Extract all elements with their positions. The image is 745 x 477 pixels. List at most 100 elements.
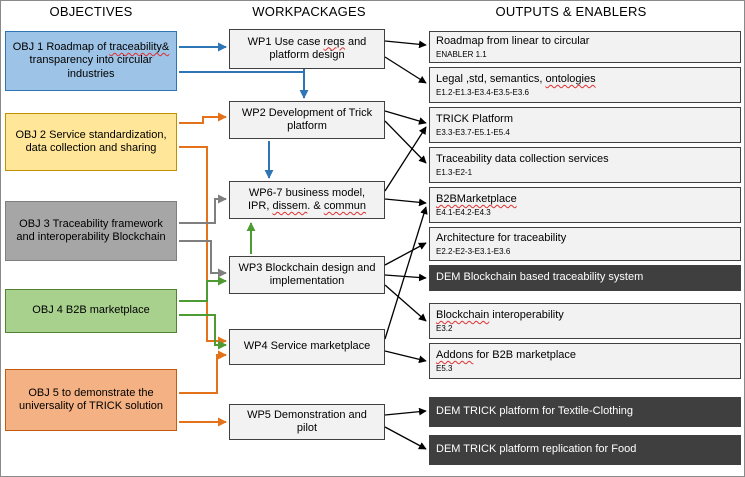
label-text: DEM Blockchain based traceability system <box>436 271 644 284</box>
arrow-obj5-wp4 <box>179 350 227 394</box>
workpackage-wp4-label: WP4 Service marketplace <box>238 340 376 353</box>
label-text: OBJ 3 Traceability framework and interop… <box>16 217 166 243</box>
objective-obj2-box: OBJ 2 Service standardization, data coll… <box>5 113 177 171</box>
label-text: dissem <box>272 200 308 212</box>
objective-obj3-box: OBJ 3 Traceability framework and interop… <box>5 201 177 261</box>
label-text: Traceability data collection services <box>436 153 609 166</box>
label-text: OBJ 2 Service standardization, data coll… <box>15 128 167 154</box>
output-out6-enabler-code: E2.2-E2-3-E3.1-E3.6 <box>436 246 511 256</box>
label-text: WP4 Service marketplace <box>243 340 371 353</box>
objective-obj5-label: OBJ 5 to demonstrate the universality of… <box>11 387 171 414</box>
output-out3-enabler-code: E3.3-E3.7-E5.1-E5.4 <box>436 127 510 137</box>
workpackage-wp1-box: WP1 Use case reqs and platform design <box>229 29 385 69</box>
output-out2-label: Legal ,std, semantics, ontologies <box>436 73 734 86</box>
output-out5-label: B2BMarketplace <box>436 193 734 206</box>
label-text: DEM TRICK platform for Textile-Clothing <box>436 405 634 418</box>
label-text: TRICK Platform <box>436 113 514 126</box>
column-header-outputs: OUTPUTS & ENABLERS <box>495 4 647 19</box>
output-out9-label: Addons for B2B marketplace <box>436 349 734 362</box>
arrow-wp3-out7 <box>384 273 427 282</box>
objective-obj4-label: OBJ 4 B2B marketplace <box>11 304 171 317</box>
objective-obj4-box: OBJ 4 B2B marketplace <box>5 289 177 333</box>
arrow-obj2-wp2 <box>179 112 227 124</box>
label-text: WP2 Development of Trick platform <box>241 106 373 132</box>
objective-obj1-label: OBJ 1 Roadmap of traceability& transpare… <box>11 41 171 81</box>
output-out9-enabler-code: E5.3 <box>436 363 453 373</box>
workpackage-wp4-box: WP4 Service marketplace <box>229 329 385 365</box>
arrow-obj4-wp3 <box>179 276 227 302</box>
output-out4-label: Traceability data collection services <box>436 153 734 166</box>
objective-obj1-box: OBJ 1 Roadmap of traceability& transpare… <box>5 31 177 91</box>
output-out2-enabler-code: E1.2-E1.3-E3.4-E3.5-E3.6 <box>436 87 529 97</box>
arrow-wp1-out2 <box>384 56 427 84</box>
arrow-wp5-out11 <box>384 426 427 450</box>
label-text: DEM TRICK platform replication for Food <box>436 443 637 456</box>
label-text: OBJ 5 to demonstrate the universality of… <box>18 386 164 412</box>
label-text: traceability& <box>109 40 170 53</box>
label-text: B2BMarketplace <box>436 193 517 206</box>
workpackage-wp3-box: WP3 Blockchain design and implementation <box>229 256 385 294</box>
arrow-wp3-out8 <box>384 284 427 322</box>
arrow-wp3-out6 <box>384 242 427 266</box>
workpackage-wp5-box: WP5 Demonstration and pilot <box>229 404 385 440</box>
label-text: reqs <box>323 35 345 48</box>
label-text: Legal ,std, semantics, <box>436 73 546 86</box>
label-text: for B2B marketplace <box>473 349 577 362</box>
objective-obj3-label: OBJ 3 Traceability framework and interop… <box>11 218 171 245</box>
label-text: Blockchain <box>436 309 490 322</box>
arrow-wp67-out5 <box>384 198 427 207</box>
arrow-wp2-out4 <box>384 120 427 164</box>
workpackage-wp1-label: WP1 Use case reqs and platform design <box>238 36 376 63</box>
label-text: Addons <box>436 349 474 362</box>
column-header-workpackages: WORKPACKAGES <box>252 4 366 19</box>
workpackage-wp67-label: WP6-7 business model, IPR, dissem. & com… <box>238 187 376 214</box>
label-text: WP1 Use case <box>247 35 324 48</box>
output-out10-label: DEM TRICK platform for Textile-Clothing <box>436 405 734 418</box>
output-out5-enabler-code: E4.1-E4.2-E4.3 <box>436 207 491 217</box>
output-out11-box: DEM TRICK platform replication for Food <box>429 435 741 465</box>
arrow-obj2-wp4 <box>179 146 227 346</box>
output-out1-label: Roadmap from linear to circular <box>436 35 734 48</box>
column-header-objectives: OBJECTIVES <box>49 4 133 19</box>
output-out1-enabler-code: ENABLER 1.1 <box>436 49 487 59</box>
label-text: OBJ 1 Roadmap of <box>12 40 110 53</box>
arrow-wp1-out1 <box>384 40 427 49</box>
output-out10-box: DEM TRICK platform for Textile-Clothing <box>429 397 741 427</box>
label-text: transparency into circular industries <box>29 54 153 80</box>
output-out8-label: Blockchain interoperability <box>436 309 734 322</box>
label-text: WP6-7 business model, IPR, <box>248 186 366 212</box>
output-out6-label: Architecture for traceability <box>436 232 734 245</box>
label-text: commun <box>323 200 366 212</box>
label-text: WP3 Blockchain design and implementation <box>238 261 376 287</box>
workpackage-wp5-label: WP5 Demonstration and pilot <box>238 409 376 436</box>
arrow-obj3-wp67 <box>179 194 227 224</box>
workpackage-wp3-label: WP3 Blockchain design and implementation <box>238 262 376 289</box>
objective-obj2-label: OBJ 2 Service standardization, data coll… <box>11 129 171 156</box>
output-out4-enabler-code: E1.3-E2-1 <box>436 167 473 177</box>
output-out11-label: DEM TRICK platform replication for Food <box>436 443 734 456</box>
label-text: Roadmap from linear to circular <box>436 35 590 48</box>
output-out8-enabler-code: E3.2 <box>436 323 453 333</box>
arrow-wp5-out10 <box>384 407 427 416</box>
objective-obj5-box: OBJ 5 to demonstrate the universality of… <box>5 369 177 431</box>
output-out7-box: DEM Blockchain based traceability system <box>429 265 741 291</box>
label-text: WP5 Demonstration and pilot <box>247 408 367 434</box>
arrow-obj3-wp3 <box>179 240 227 278</box>
workpackage-wp2-box: WP2 Development of Trick platform <box>229 101 385 139</box>
arrow-wp2-out3 <box>384 110 427 125</box>
workpackage-wp67-box: WP6-7 business model, IPR, dissem. & com… <box>229 181 385 219</box>
label-text: OBJ 4 B2B marketplace <box>32 304 150 317</box>
label-text: . & <box>307 200 324 212</box>
arrow-wp4-out9 <box>384 350 427 364</box>
output-out7-label: DEM Blockchain based traceability system <box>436 271 734 284</box>
arrow-wp67-out3 <box>384 126 427 192</box>
